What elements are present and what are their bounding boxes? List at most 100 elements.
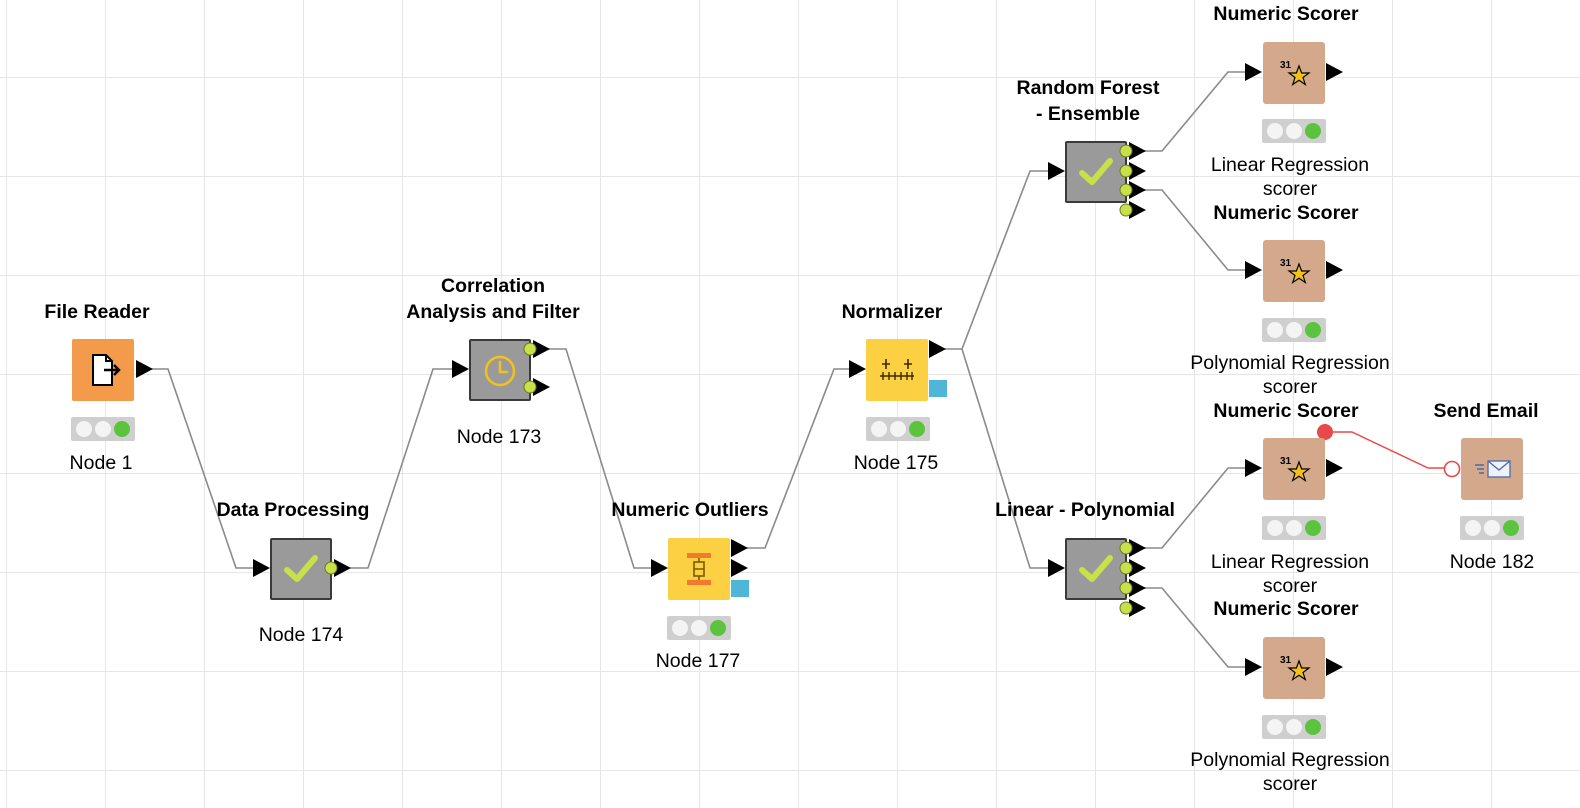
- output-port[interactable]: [1117, 201, 1147, 219]
- node-label-line: Polynomial Regression: [1190, 352, 1390, 374]
- numeric-scorer-node[interactable]: 31: [1263, 438, 1325, 500]
- connection-rf-scorer2[interactable]: [1142, 189, 1245, 271]
- output-port[interactable]: [521, 378, 551, 396]
- status-indicator: [1262, 516, 1326, 540]
- node-label-line: Polynomial Regression: [1190, 749, 1390, 771]
- node-label[interactable]: Linear Regression scorer: [1211, 153, 1369, 201]
- output-port[interactable]: [1326, 658, 1343, 676]
- node-label[interactable]: Node 175: [853, 452, 939, 474]
- node-label[interactable]: Node 1: [69, 452, 133, 474]
- node-title: Numeric Scorer: [1213, 3, 1359, 25]
- connection-node177-node175[interactable]: [745, 368, 849, 549]
- checkmark-icon: [1079, 555, 1113, 582]
- output-port[interactable]: [1117, 559, 1147, 577]
- output-port[interactable]: [1117, 142, 1147, 160]
- node-title-line: Correlation: [440, 275, 546, 297]
- node-label[interactable]: Node 177: [655, 650, 741, 672]
- checkmark-icon: [284, 555, 318, 582]
- node-title: Data Processing: [216, 499, 370, 521]
- output-port[interactable]: [731, 559, 748, 577]
- connection-node174-node173[interactable]: [348, 368, 452, 569]
- file-reader-icon: [92, 354, 121, 386]
- svg-text:31: 31: [1280, 456, 1292, 467]
- input-port[interactable]: [1245, 63, 1262, 81]
- node-label[interactable]: Linear Regression scorer: [1211, 550, 1369, 598]
- connection-lp-scorer4[interactable]: [1142, 587, 1245, 668]
- numeric-scorer-node[interactable]: 31: [1263, 637, 1325, 699]
- output-port[interactable]: [1117, 579, 1147, 597]
- node-title: Numeric Scorer: [1213, 400, 1359, 422]
- output-port[interactable]: [929, 340, 946, 358]
- scorer-icon: 31: [1280, 655, 1311, 681]
- scorer-icon: 31: [1280, 456, 1311, 482]
- node-title-line: Random Forest: [1016, 77, 1160, 99]
- flow-variable-out-port[interactable]: [1317, 424, 1333, 440]
- numeric-scorer-node[interactable]: 31: [1263, 240, 1325, 302]
- output-port[interactable]: [521, 340, 551, 358]
- input-port[interactable]: [1245, 658, 1262, 676]
- node-label-line: scorer: [1262, 178, 1318, 200]
- input-port[interactable]: [1048, 559, 1065, 577]
- node-label[interactable]: Node 173: [456, 426, 542, 448]
- normalizer-icon: [880, 359, 914, 380]
- connection-lp-scorer3[interactable]: [1142, 467, 1245, 549]
- input-port[interactable]: [452, 360, 469, 378]
- node-title: Correlation Analysis and Filter: [406, 273, 579, 325]
- svg-text:31: 31: [1280, 655, 1292, 666]
- data-processing-metanode[interactable]: [270, 538, 332, 600]
- node-label[interactable]: Polynomial Regression scorer: [1190, 748, 1389, 796]
- node-title: Send Email: [1433, 400, 1539, 422]
- input-port[interactable]: [1048, 162, 1065, 180]
- input-port[interactable]: [1245, 459, 1262, 477]
- output-port[interactable]: [1117, 162, 1147, 180]
- svg-text:31: 31: [1280, 258, 1292, 269]
- node-title: Linear - Polynomial: [995, 499, 1175, 521]
- normalizer-node[interactable]: [866, 339, 928, 401]
- connection-node1-node174[interactable]: [151, 368, 254, 569]
- node-label-line: Linear Regression: [1210, 551, 1370, 573]
- status-indicator: [866, 417, 930, 441]
- output-port[interactable]: [1117, 539, 1147, 557]
- node-label[interactable]: Polynomial Regression scorer: [1190, 351, 1389, 399]
- numeric-outliers-node[interactable]: [668, 538, 730, 600]
- output-port[interactable]: [1326, 261, 1343, 279]
- output-port[interactable]: [136, 360, 153, 378]
- connection-node175-lp[interactable]: [961, 348, 1048, 569]
- correlation-metanode[interactable]: [469, 339, 531, 401]
- send-email-node[interactable]: [1461, 438, 1523, 500]
- node-title-line: Analysis and Filter: [406, 301, 580, 323]
- output-port[interactable]: [322, 559, 352, 577]
- status-indicator: [1262, 715, 1326, 739]
- node-label[interactable]: Node 182: [1449, 551, 1535, 573]
- output-port[interactable]: [1326, 63, 1343, 81]
- output-port[interactable]: [1326, 459, 1343, 477]
- input-port[interactable]: [849, 360, 866, 378]
- svg-text:31: 31: [1280, 60, 1292, 71]
- node-label[interactable]: Node 174: [258, 624, 344, 646]
- status-indicator: [1460, 516, 1524, 540]
- node-title-line: - Ensemble: [1035, 103, 1141, 125]
- checkmark-icon: [1079, 158, 1113, 185]
- node-label-line: scorer: [1262, 575, 1318, 597]
- output-port[interactable]: [1117, 181, 1147, 199]
- input-port[interactable]: [1245, 261, 1262, 279]
- flow-variable-connection[interactable]: [1325, 431, 1444, 469]
- model-port[interactable]: [731, 580, 749, 597]
- file-reader-node[interactable]: [72, 339, 134, 401]
- node-title: Random Forest - Ensemble: [1016, 75, 1159, 127]
- connection-node173-node177[interactable]: [546, 348, 651, 569]
- scorer-icon: 31: [1280, 258, 1311, 284]
- output-port[interactable]: [731, 539, 748, 557]
- scorer-icon: 31: [1280, 60, 1311, 86]
- output-port[interactable]: [1117, 599, 1147, 617]
- input-port[interactable]: [651, 559, 668, 577]
- model-port[interactable]: [929, 380, 947, 397]
- numeric-scorer-node[interactable]: 31: [1263, 42, 1325, 104]
- input-port[interactable]: [253, 559, 270, 577]
- connection-rf-scorer1[interactable]: [1142, 71, 1245, 152]
- status-indicator: [667, 616, 731, 640]
- connection-node175-rf[interactable]: [943, 170, 1048, 350]
- flow-variable-in-port[interactable]: [1443, 460, 1461, 478]
